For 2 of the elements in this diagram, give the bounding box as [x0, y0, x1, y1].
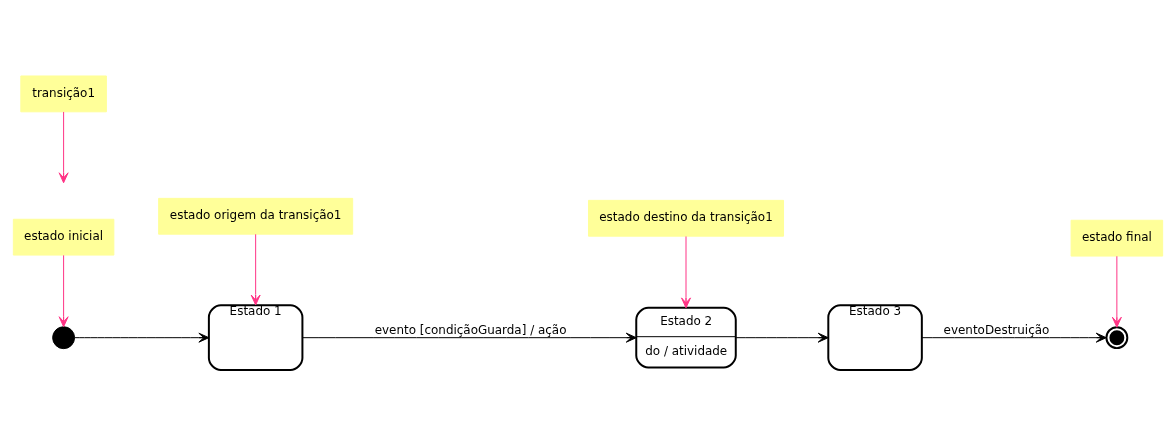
edge-label: evento [condiçãoGuarda] / ação — [374, 323, 567, 338]
edge-label: eventoDestruição — [943, 323, 1050, 338]
